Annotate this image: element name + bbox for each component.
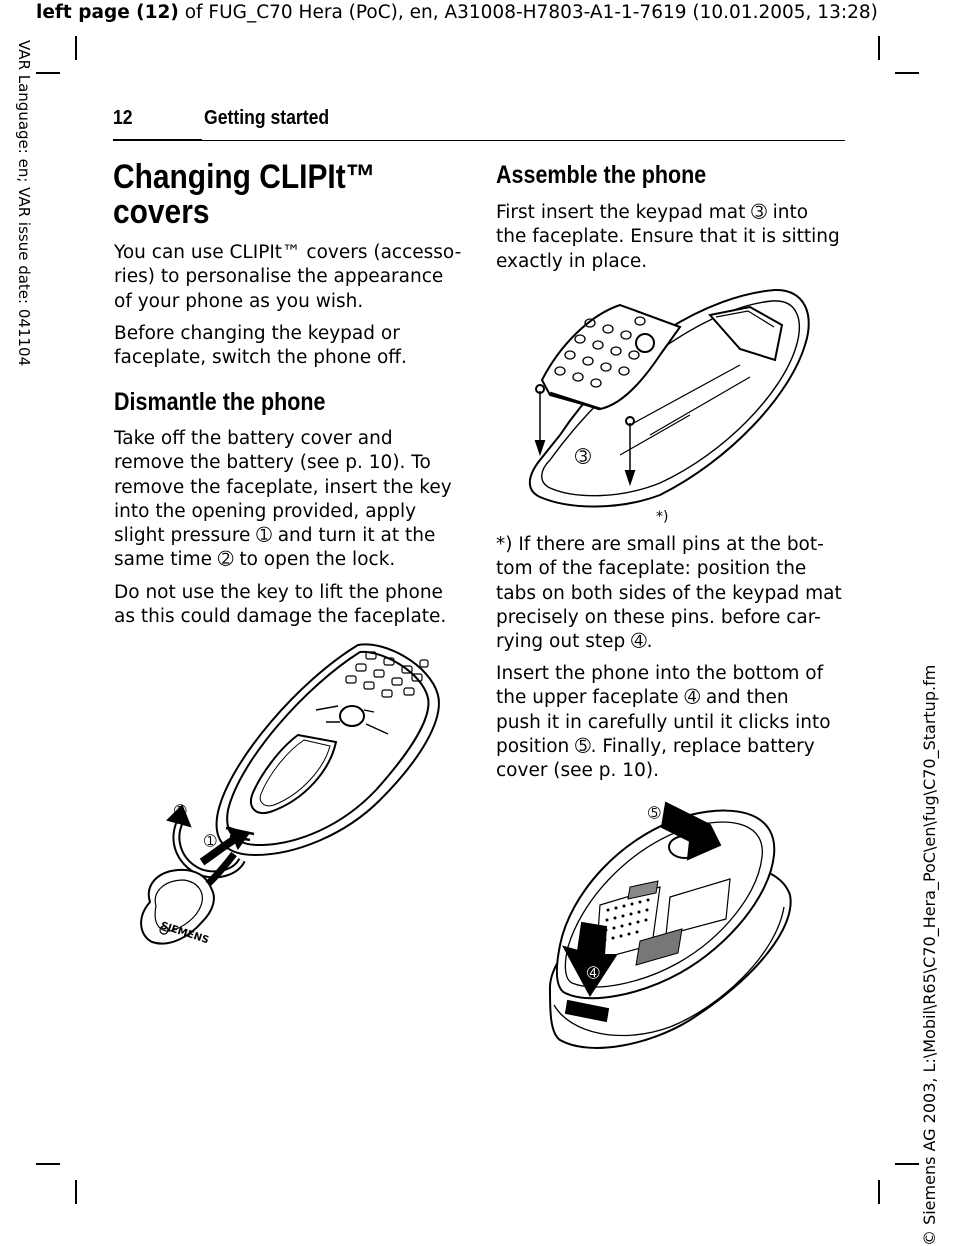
text-line: position ➄. Finally, replace battery	[496, 735, 815, 757]
text-line: First insert the keypad mat ➂ into	[496, 202, 809, 223]
print-slug: left page (12) of FUG_C70 Hera (PoC), en…	[36, 2, 878, 23]
text-line: as this could damage the faceplate.	[114, 606, 447, 628]
text-line: the faceplate. Ensure that it is sitting	[496, 226, 840, 248]
header-rule	[202, 140, 845, 141]
text-line: push it in carefully until it clicks int…	[496, 711, 831, 733]
crop-mark	[878, 1180, 880, 1204]
text-line: Insert the phone into the bottom of	[496, 663, 824, 684]
footnote-paragraph: *) If there are small pins at the bot- t…	[496, 533, 846, 654]
text-line: remove the faceplate, insert the key	[114, 476, 452, 498]
slug-file-info: of FUG_C70 Hera (PoC), en, A31008-H7803-…	[178, 2, 878, 23]
text-line: into the opening provided, apply	[114, 500, 417, 522]
text-line: tabs on both sides of the keypad mat	[496, 582, 842, 604]
text-line: tom of the faceplate: position the	[496, 558, 807, 580]
text-line: precisely on these pins. before car-	[496, 606, 821, 628]
step-4-marker: ➃	[587, 964, 600, 982]
side-note-left: VAR Language: en; VAR issue date: 041104	[14, 40, 36, 400]
page-title: Changing CLIPIt™ covers	[113, 160, 447, 230]
text-line: Do not use the key to lift the phone	[114, 582, 443, 603]
insert-paragraph: Insert the phone into the bottom of the …	[496, 662, 846, 783]
text-line: remove the battery (see p. 10). To	[114, 452, 431, 474]
crop-mark	[895, 1163, 919, 1165]
text-line: slight pressure ➀ and turn it at the	[114, 525, 436, 547]
header-rule	[113, 139, 202, 141]
slug-page-ref: left page (12)	[36, 2, 179, 23]
crop-mark	[75, 36, 77, 60]
intro-paragraph: You can use CLIPIt™ covers (accesso- rie…	[114, 241, 464, 314]
assemble-paragraph: First insert the keypad mat ➂ into the f…	[496, 201, 846, 274]
page-title-line: Changing CLIPIt™	[113, 158, 376, 196]
step-1-marker: ➀	[204, 832, 217, 850]
side-note-left-text: VAR Language: en; VAR issue date: 041104	[15, 40, 33, 367]
keypad-mat-illustration: ➂ *)	[528, 288, 810, 525]
side-note-right: © Siemens AG 2003, L:\Mobil\R65\C70_Hera…	[918, 650, 942, 1246]
text-line: same time ➁ to open the lock.	[114, 549, 396, 571]
crop-mark	[895, 72, 919, 74]
step-2-marker: ➁	[174, 802, 187, 820]
assemble-heading: Assemble the phone	[496, 161, 707, 189]
crop-mark	[36, 72, 60, 74]
text-line: *) If there are small pins at the bot-	[496, 534, 824, 555]
switch-off-paragraph: Before changing the keypad or faceplate,…	[114, 322, 464, 371]
text-line: exactly in place.	[496, 250, 648, 272]
text-line: cover (see p. 10).	[496, 760, 659, 782]
crop-mark	[75, 1180, 77, 1204]
step-5-marker: ➄	[648, 804, 661, 822]
warning-paragraph: Do not use the key to lift the phone as …	[114, 581, 464, 630]
text-line: Take off the battery cover and	[114, 428, 393, 449]
text-line: the upper faceplate ➃ and then	[496, 687, 789, 709]
text-line: rying out step ➃.	[496, 631, 653, 653]
text-line: ries) to personalise the appearance	[114, 266, 444, 288]
page-title-line: covers	[113, 193, 210, 231]
step-3-marker: ➂	[575, 446, 591, 468]
page-number: 12	[113, 107, 133, 129]
text-line: faceplate, switch the phone off.	[114, 347, 407, 369]
text-line: of your phone as you wish.	[114, 290, 364, 312]
dismantle-paragraph: Take off the battery cover and remove th…	[114, 427, 464, 573]
crop-mark	[878, 36, 880, 60]
dismantle-heading: Dismantle the phone	[114, 388, 326, 416]
crop-mark	[36, 1163, 60, 1165]
side-note-right-text: © Siemens AG 2003, L:\Mobil\R65\C70_Hera…	[920, 664, 939, 1246]
text-line: You can use CLIPIt™ covers (accesso-	[114, 242, 462, 263]
dismantle-illustration: SIEMENS ➁ ➀	[140, 643, 440, 946]
text-line: Before changing the keypad or	[114, 323, 400, 344]
footnote-marker: *)	[656, 509, 668, 525]
section-title: Getting started	[204, 107, 330, 129]
faceplate-assembly-illustration: ➄ ➃	[548, 801, 792, 1049]
